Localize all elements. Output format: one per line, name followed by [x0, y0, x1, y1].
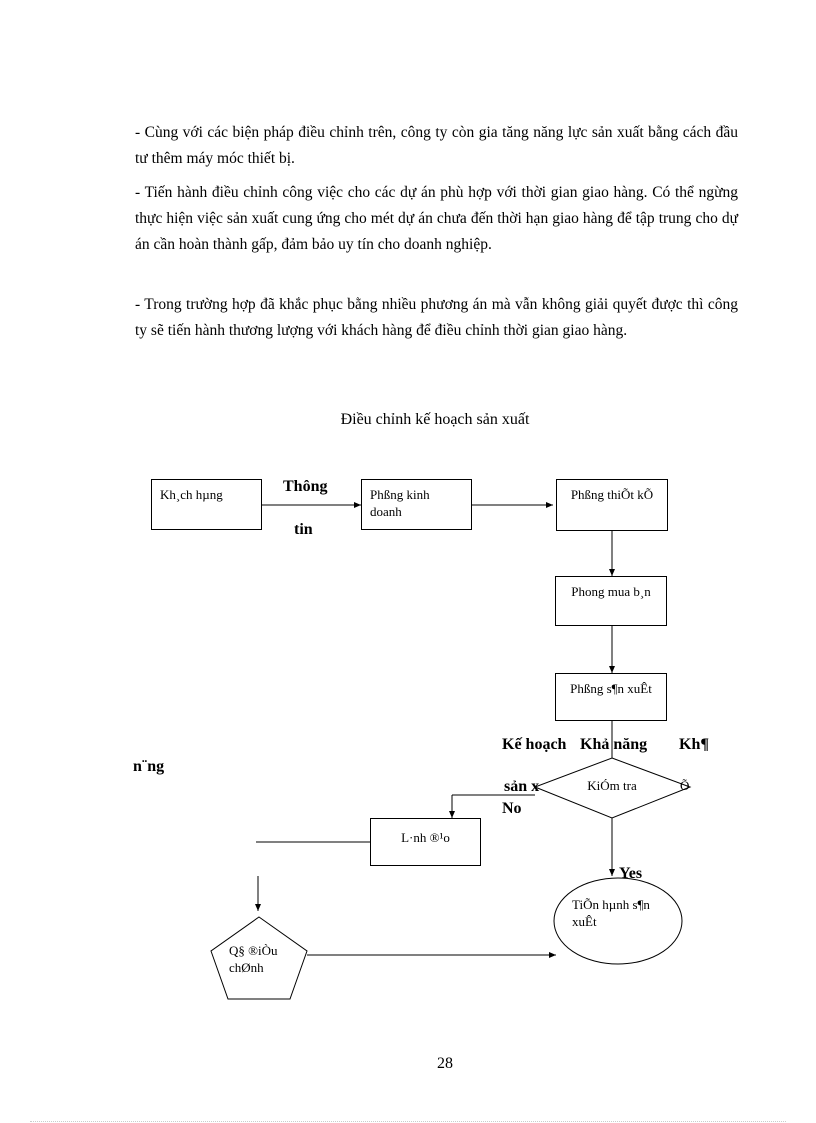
- design-box: Phßng thiÕt kÕ: [556, 479, 668, 531]
- check-label: KiÓm tra: [587, 778, 637, 793]
- info-label-top: Thông: [283, 478, 328, 495]
- kh-label: Kh¶: [679, 736, 709, 753]
- tilde-label: Õ: [680, 778, 690, 793]
- purchasing-label: Phong mua b¸n: [571, 584, 651, 599]
- decision-label: Q§ ®iÒu chØnh: [229, 943, 278, 975]
- capacity-label: Khả năng: [580, 736, 648, 753]
- customer-box: Kh¸ch hµng: [151, 479, 262, 530]
- san-x-label: sản x: [504, 778, 540, 795]
- plan-label: Kế hoạch: [502, 736, 567, 753]
- diagram-title: Điều chỉnh kế hoạch sản xuất: [340, 411, 530, 428]
- paragraph-2: - Tiến hành điều chỉnh công việc cho các…: [135, 184, 738, 253]
- production-dept-label: Phßng s¶n xuÊt: [570, 681, 652, 696]
- leader-box: L·nh ®¹o: [370, 818, 481, 866]
- sales-label: Phßng kinh doanh: [370, 487, 430, 519]
- execute-label: TiÕn hµnh s¶n xuÊt: [572, 897, 650, 929]
- leader-label: L·nh ®¹o: [401, 830, 450, 845]
- sales-box: Phßng kinh doanh: [361, 479, 472, 530]
- customer-label: Kh¸ch hµng: [160, 487, 223, 502]
- no-label: No: [502, 800, 522, 817]
- execute-ellipse: [553, 877, 683, 965]
- footer-divider: [30, 1121, 786, 1122]
- paragraph-3: - Trong trường hợp đã khắc phục bằng nhi…: [135, 296, 738, 339]
- decision-pentagon: [210, 916, 308, 1000]
- purchasing-box: Phong mua b¸n: [555, 576, 667, 626]
- design-label: Phßng thiÕt kÕ: [570, 487, 654, 502]
- info-label-bottom: tin: [294, 521, 313, 538]
- production-dept-box: Phßng s¶n xuÊt: [555, 673, 667, 721]
- nang-label: n¨ng: [133, 758, 165, 775]
- paragraph-1: - Cùng với các biện pháp điều chỉnh trên…: [135, 124, 738, 167]
- yes-label: Yes: [619, 865, 643, 882]
- page-number: 28: [437, 1055, 453, 1072]
